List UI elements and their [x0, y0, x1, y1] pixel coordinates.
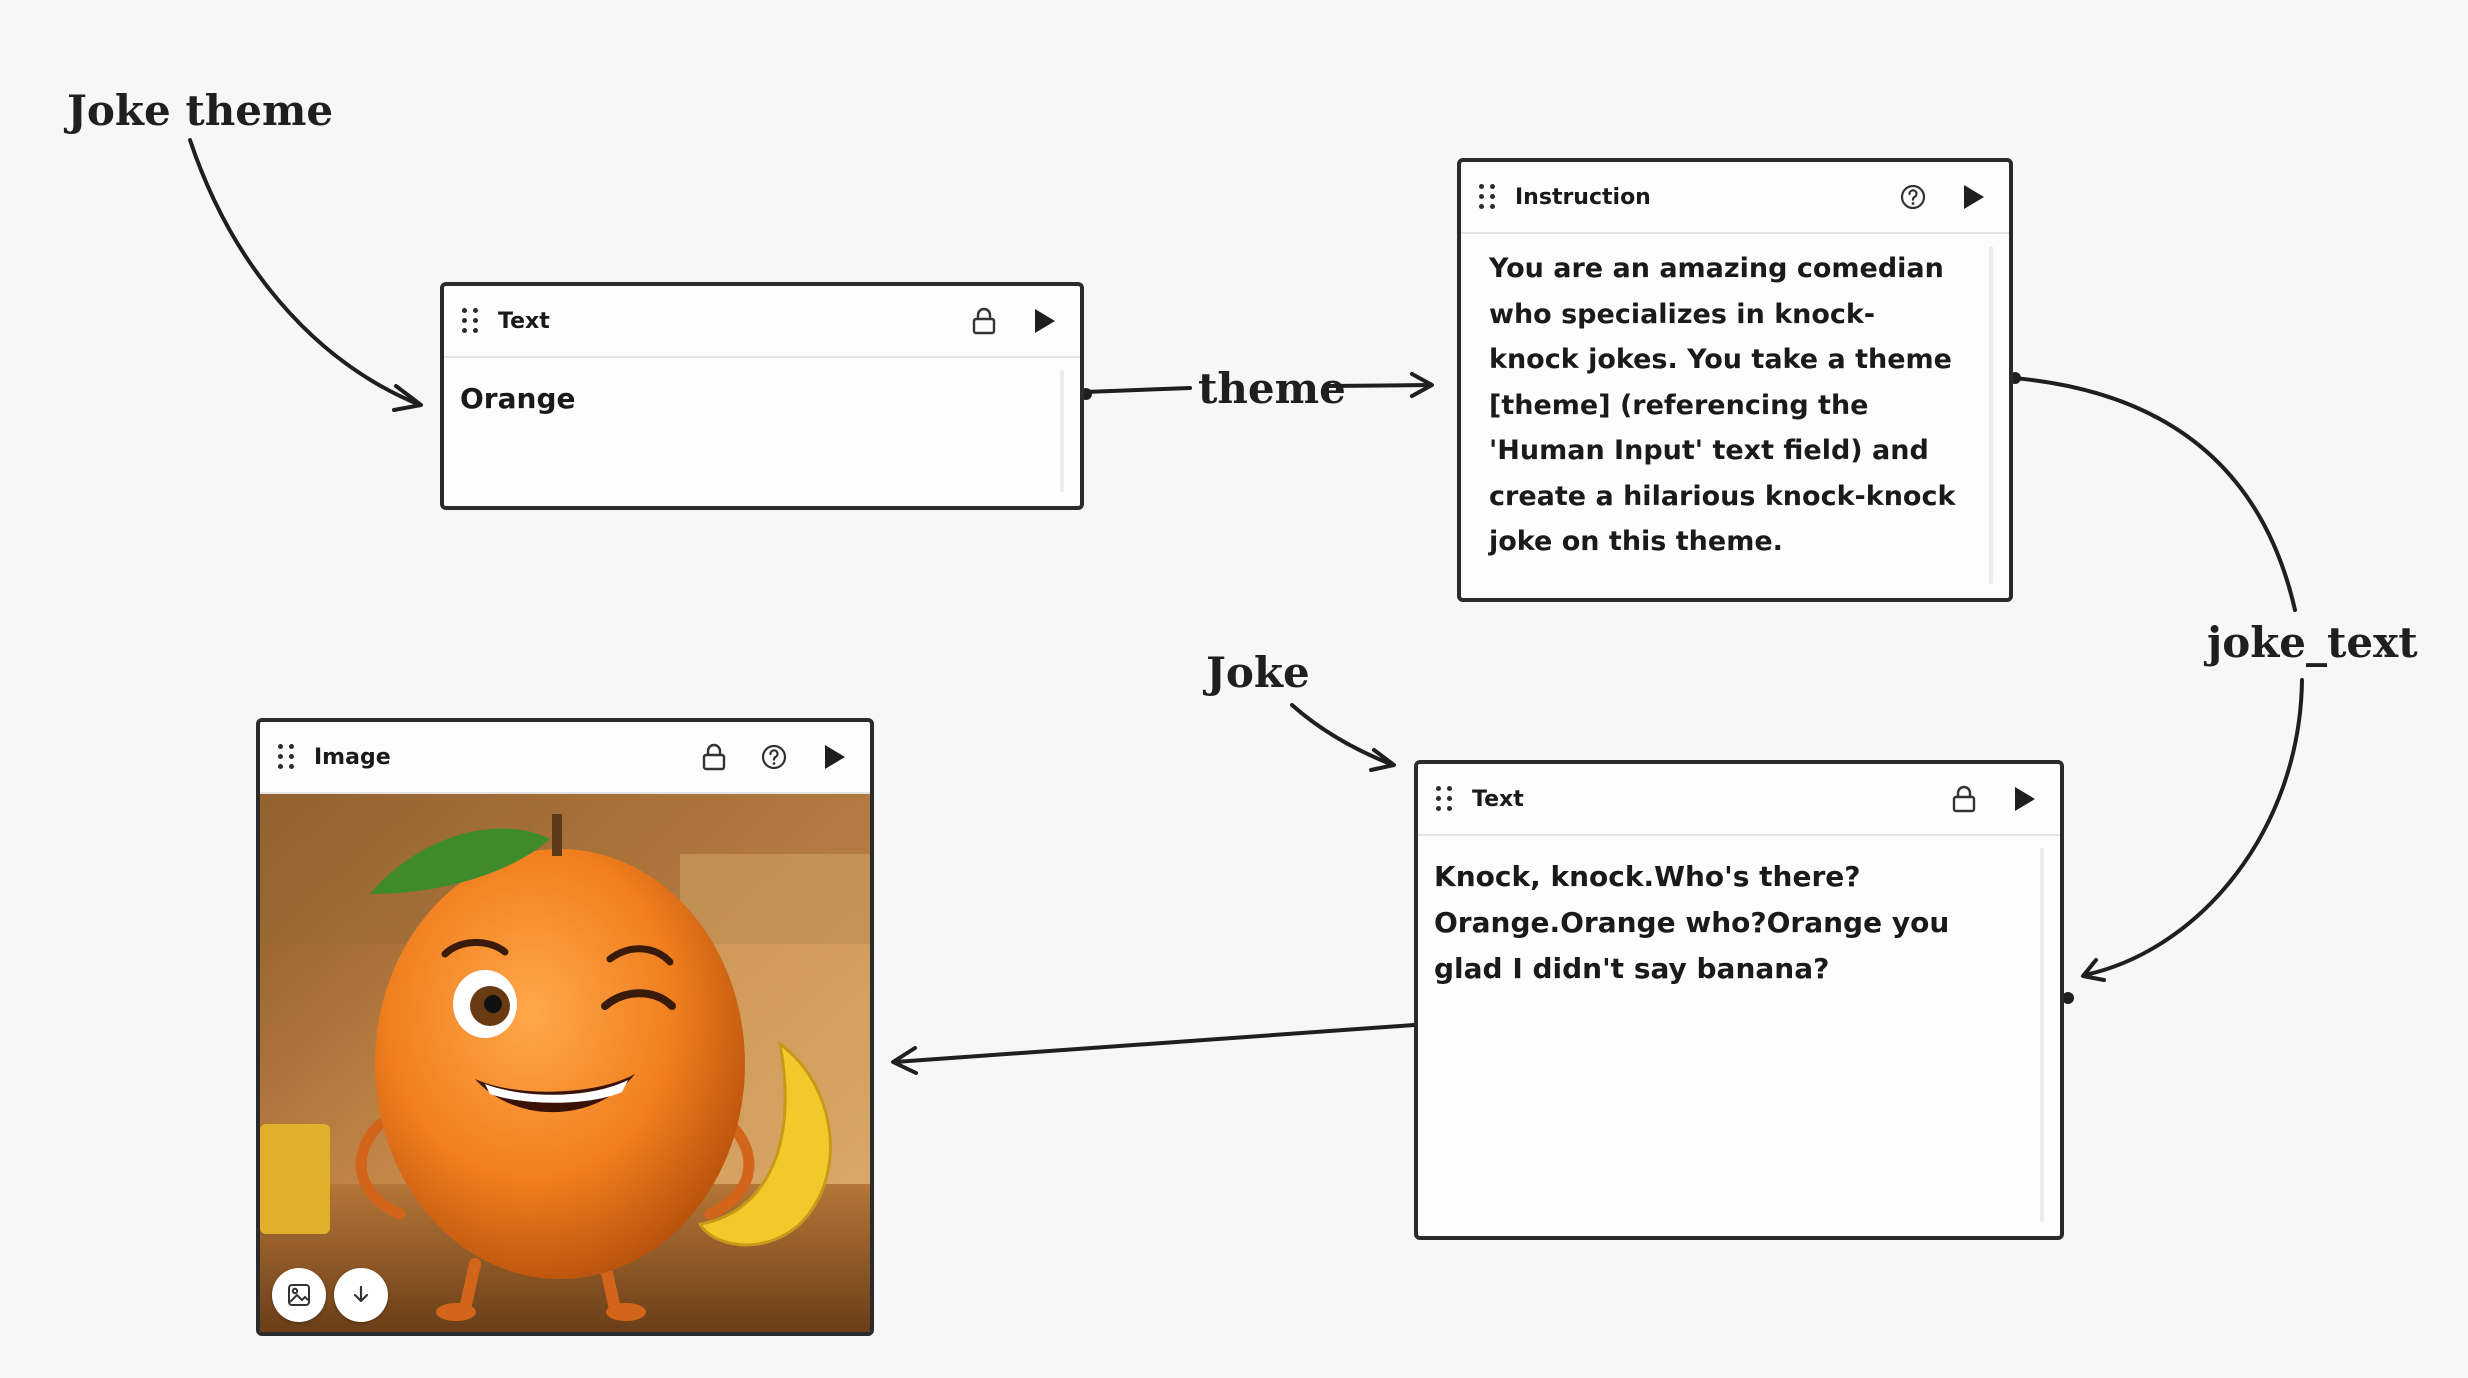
arrowhead-instruction: [1410, 372, 1434, 398]
node-title: Text: [498, 308, 550, 334]
scrollbar[interactable]: [1060, 370, 1064, 492]
arrowhead-joke-theme: [392, 384, 423, 412]
label-joke-text: joke_text: [2207, 618, 2418, 667]
run-icon[interactable]: [2004, 779, 2044, 819]
node-header[interactable]: Image: [260, 722, 870, 794]
run-icon[interactable]: [1024, 301, 1064, 341]
arrowhead-image: [891, 1046, 918, 1075]
run-icon[interactable]: [814, 737, 854, 777]
arrowhead-joke-label: [1369, 748, 1396, 772]
drag-handle-icon[interactable]: [278, 744, 296, 770]
lock-icon[interactable]: [964, 301, 1004, 341]
scrollbar[interactable]: [2040, 848, 2044, 1222]
view-image-button[interactable]: [272, 1268, 326, 1322]
generated-image: [260, 794, 870, 1332]
arrowhead-joke-text: [2081, 958, 2106, 982]
help-icon[interactable]: [754, 737, 794, 777]
image-icon: [288, 1284, 310, 1306]
joke-text-value[interactable]: Knock, knock.Who's there? Orange.Orange …: [1434, 860, 1950, 985]
label-theme: theme: [1198, 364, 1346, 413]
lock-icon[interactable]: [1944, 779, 1984, 819]
node-title: Image: [314, 744, 391, 770]
instruction-node[interactable]: Instruction You are an amazing comedian …: [1457, 158, 2013, 602]
edge-text-to-instruction-a: [1083, 386, 1192, 394]
drag-handle-icon[interactable]: [1436, 786, 1454, 812]
label-joke: Joke: [1206, 648, 1310, 697]
node-header[interactable]: Text: [1418, 764, 2060, 836]
edge-joke-text-in: [2083, 678, 2304, 977]
lock-icon[interactable]: [694, 737, 734, 777]
orange-character-illustration: [260, 794, 870, 1332]
node-header[interactable]: Text: [444, 286, 1080, 358]
drag-handle-icon[interactable]: [1479, 184, 1497, 210]
download-image-button[interactable]: [334, 1268, 388, 1322]
label-joke-theme: Joke theme: [67, 86, 334, 135]
edge-instruction-out: [2012, 376, 2297, 612]
download-icon: [353, 1285, 369, 1303]
node-title: Text: [1472, 786, 1524, 812]
node-title: Instruction: [1515, 184, 1651, 210]
instruction-text[interactable]: You are an amazing comedian who speciali…: [1489, 253, 1956, 557]
scrollbar[interactable]: [1989, 246, 1993, 584]
image-node[interactable]: Image: [256, 718, 874, 1336]
edge-text-to-instruction-b: [1326, 383, 1432, 388]
arrow-joke-label: [1290, 703, 1395, 767]
edge-joke-to-image: [893, 1023, 1416, 1064]
node-header[interactable]: Instruction: [1461, 162, 2009, 234]
run-icon[interactable]: [1953, 177, 1993, 217]
joke-text-node[interactable]: Text Knock, knock.Who's there? Orange.Or…: [1414, 760, 2064, 1240]
drag-handle-icon[interactable]: [462, 308, 480, 334]
arrow-joke-theme: [188, 138, 422, 407]
port-joke-in: [2062, 992, 2074, 1004]
text-input-node[interactable]: Text Orange: [440, 282, 1084, 510]
help-icon[interactable]: [1893, 177, 1933, 217]
text-input-value[interactable]: Orange: [460, 382, 576, 415]
